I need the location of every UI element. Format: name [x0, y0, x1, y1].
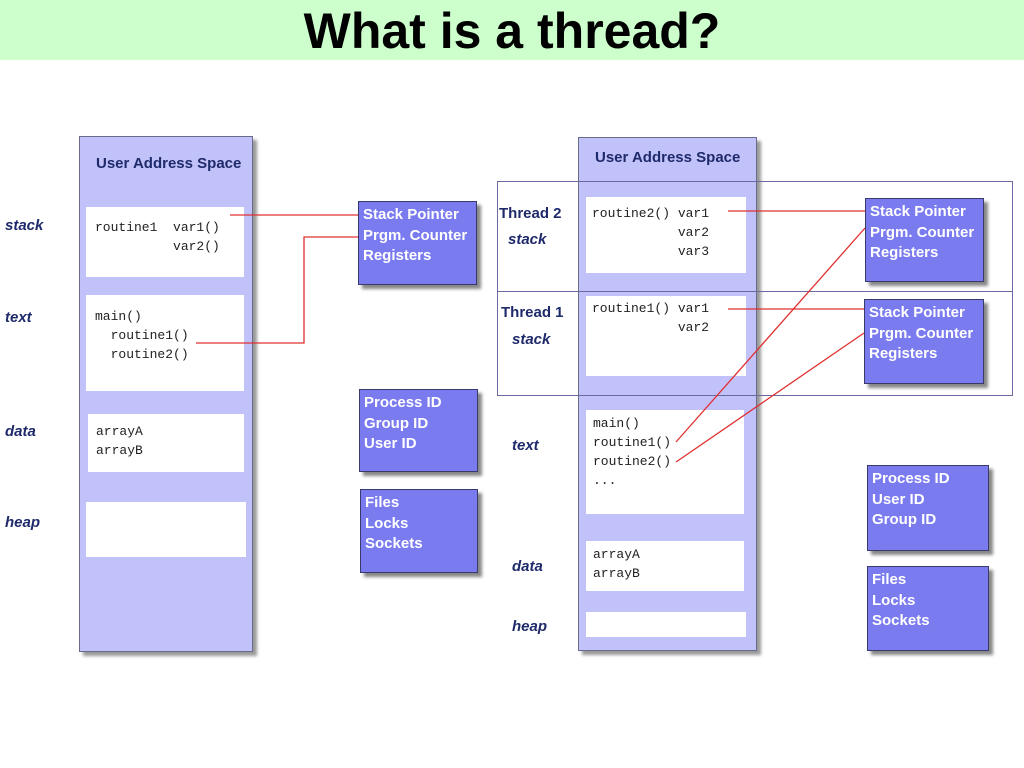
thread2-stack-label: stack [508, 231, 547, 248]
thread2-program-counter: Prgm. Counter [870, 223, 975, 241]
title-bar: What is a thread? [0, 0, 1024, 60]
single-registers-box: Stack Pointer Prgm. Counter Registers [358, 201, 477, 285]
single-group-id: Group ID [364, 414, 429, 432]
single-files: Files [365, 494, 400, 511]
single-process-address-space-title: User Address Space [96, 155, 242, 172]
single-stack-label: stack [5, 217, 44, 234]
threaded-files: Files [872, 571, 907, 588]
threaded-sockets: Sockets [872, 612, 930, 629]
threaded-heap-segment [586, 612, 746, 637]
single-program-counter: Prgm. Counter [363, 226, 468, 244]
threaded-group-id: Group ID [872, 511, 937, 528]
single-stack-pointer: Stack Pointer [363, 206, 459, 223]
single-heap-label: heap [5, 514, 41, 531]
thread2-stack-code: routine2() var1 var2 var3 [592, 206, 710, 259]
thread1-label: Thread 1 [501, 304, 564, 321]
single-locks: Locks [365, 514, 409, 532]
thread2-registers-box: Stack Pointer Prgm. Counter Registers [865, 198, 984, 282]
single-text-label: text [5, 309, 32, 326]
thread1-stack-pointer: Stack Pointer [869, 304, 965, 321]
single-registers: Registers [363, 247, 432, 264]
page-title: What is a thread? [303, 3, 721, 59]
single-data-code: arrayA arrayB [96, 424, 143, 458]
single-ids-box: Process ID Group ID User ID [359, 389, 478, 472]
thread2-registers: Registers [870, 244, 939, 261]
thread2-stack-pointer: Stack Pointer [870, 203, 966, 220]
threaded-ids-box: Process ID User ID Group ID [867, 465, 989, 551]
thread1-stack-code: routine1() var1 var2 [592, 301, 710, 335]
single-heap-segment [86, 502, 246, 557]
thread1-program-counter: Prgm. Counter [869, 324, 974, 342]
threaded-resources-box: Files Locks Sockets [867, 566, 989, 651]
threaded-locks: Locks [872, 591, 916, 609]
threaded-data-code: arrayA arrayB [593, 547, 640, 581]
thread1-stack-label: stack [512, 331, 551, 348]
single-resources-box: Files Locks Sockets [360, 489, 478, 573]
threaded-process-address-space-title: User Address Space [595, 149, 741, 166]
threaded-process-id: Process ID [872, 470, 950, 487]
single-data-segment [88, 414, 244, 472]
threaded-heap-label: heap [512, 618, 548, 635]
thread2-label: Thread 2 [499, 205, 562, 222]
single-sockets: Sockets [365, 535, 423, 552]
single-process-id: Process ID [364, 394, 442, 411]
threaded-text-code: main() routine1() routine2() ... [593, 416, 672, 488]
single-user-id: User ID [364, 435, 417, 452]
threaded-data-label: data [512, 558, 543, 575]
single-stack-code: routine1 var1() var2() [95, 220, 220, 254]
thread1-registers-box: Stack Pointer Prgm. Counter Registers [864, 299, 984, 384]
threaded-user-id: User ID [872, 490, 925, 508]
thread1-registers: Registers [869, 345, 938, 362]
single-text-code: main() routine1() routine2() [95, 309, 189, 362]
single-data-label: data [5, 423, 36, 440]
threaded-data-segment [586, 541, 744, 591]
threaded-text-label: text [512, 437, 539, 454]
